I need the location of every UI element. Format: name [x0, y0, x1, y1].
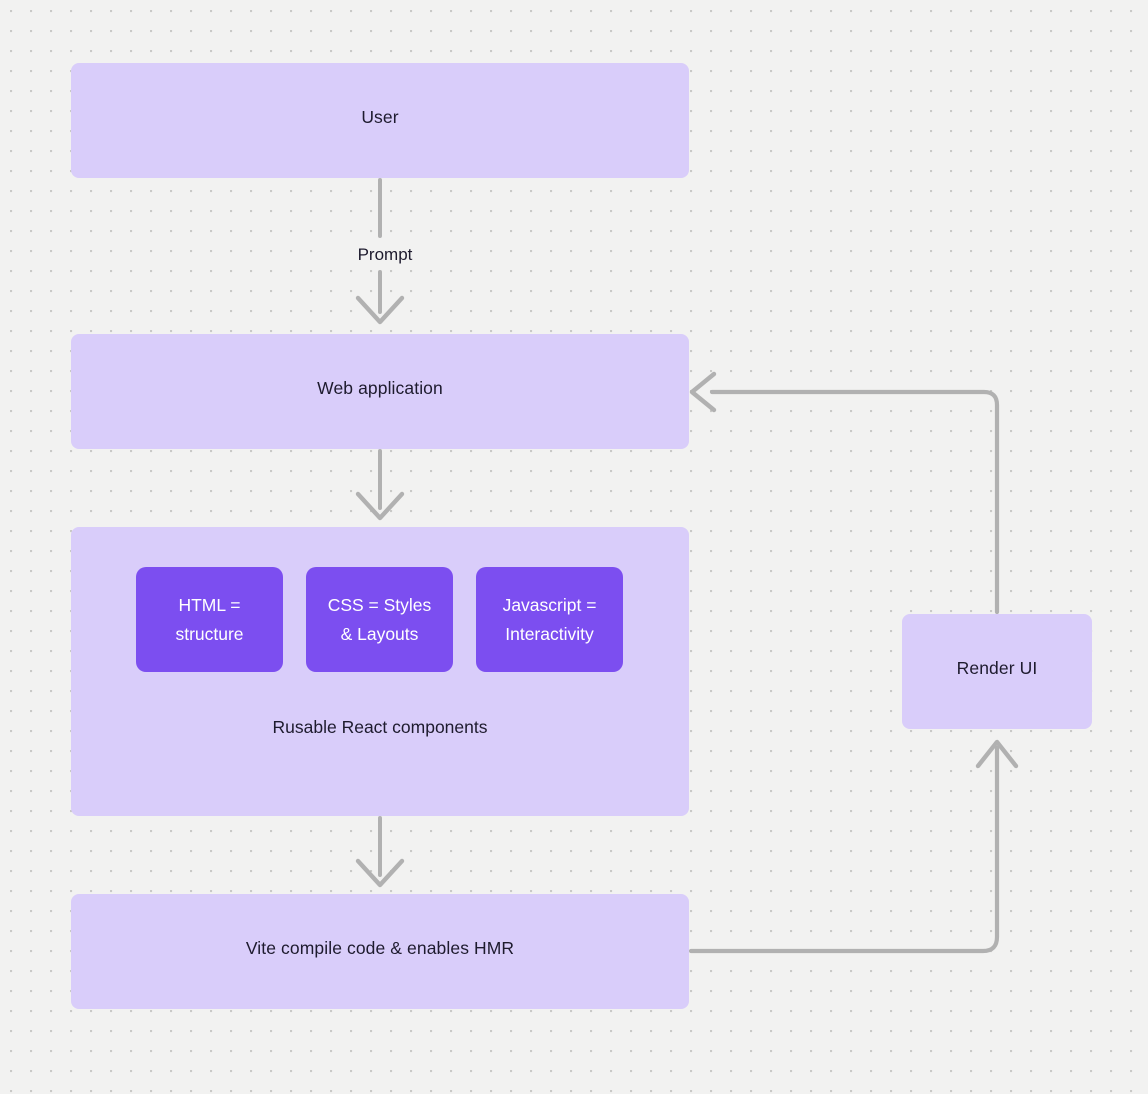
chip-html[interactable]: HTML = structure: [136, 567, 283, 672]
node-render-ui-label: Render UI: [956, 658, 1038, 678]
edge-webapp-to-components: [355, 449, 405, 521]
node-vite-compile-label: Vite compile code & enables HMR: [245, 938, 515, 958]
edge-vite-to-render: [688, 739, 1019, 954]
node-reusable-react-components[interactable]: HTML = structure CSS = Styles & Layouts …: [71, 527, 689, 816]
node-web-application-label: Web application: [317, 378, 443, 398]
edge-components-to-vite: [355, 816, 405, 888]
node-render-ui[interactable]: Render UI: [902, 614, 1092, 729]
edge-render-to-webapp: [689, 371, 1000, 615]
node-user[interactable]: User: [71, 63, 689, 178]
node-user-label: User: [361, 107, 399, 127]
chip-css[interactable]: CSS = Styles & Layouts: [306, 567, 453, 672]
node-reusable-react-components-label: Rusable React components: [272, 717, 488, 737]
edge-label-prompt: Prompt: [330, 245, 440, 265]
chip-javascript[interactable]: Javascript = Interactivity: [476, 567, 623, 672]
node-vite-compile[interactable]: Vite compile code & enables HMR: [71, 894, 689, 1009]
node-web-application[interactable]: Web application: [71, 334, 689, 449]
